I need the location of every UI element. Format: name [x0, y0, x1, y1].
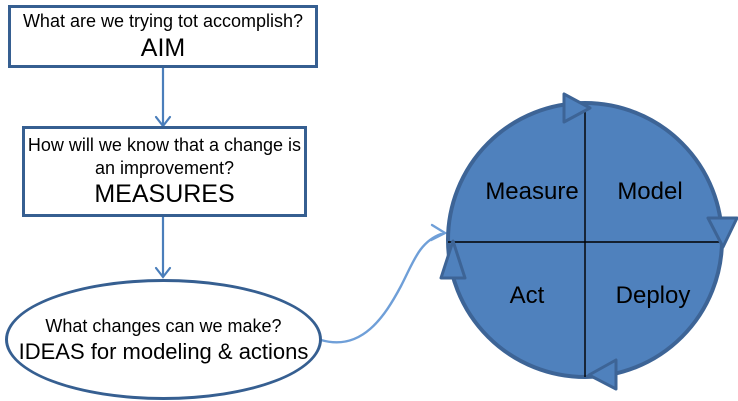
aim-box: What are we trying tot accomplish? AIM: [8, 5, 318, 68]
measures-question: How will we know that a change is an imp…: [27, 135, 302, 178]
cycle-arrow-right-icon: [706, 216, 738, 249]
arrow-aim-to-measures: [154, 66, 172, 128]
aim-keyword: AIM: [140, 33, 186, 62]
ideas-ellipse: What changes can we make? IDEAS for mode…: [5, 279, 322, 400]
cycle-arrow-left-icon: [439, 239, 467, 280]
cycle-arrow-top-icon: [562, 92, 592, 124]
quadrant-label-deploy: Deploy: [615, 282, 691, 309]
ideas-keyword: IDEAS for modeling & actions: [18, 338, 309, 364]
quadrant-label-model: Model: [617, 178, 683, 205]
measures-box: How will we know that a change is an imp…: [22, 126, 307, 217]
measures-keyword: MEASURES: [94, 180, 235, 209]
quadrant-label-act: Act: [509, 282, 545, 309]
arrow-measures-to-ideas: [154, 215, 172, 279]
quadrant-label-measure: Measure: [485, 178, 579, 205]
aim-question: What are we trying tot accomplish?: [22, 11, 304, 32]
cycle-arrow-bottom-icon: [587, 358, 618, 391]
ideas-question: What changes can we make?: [45, 316, 282, 337]
arrow-ideas-to-cycle: [319, 223, 448, 344]
